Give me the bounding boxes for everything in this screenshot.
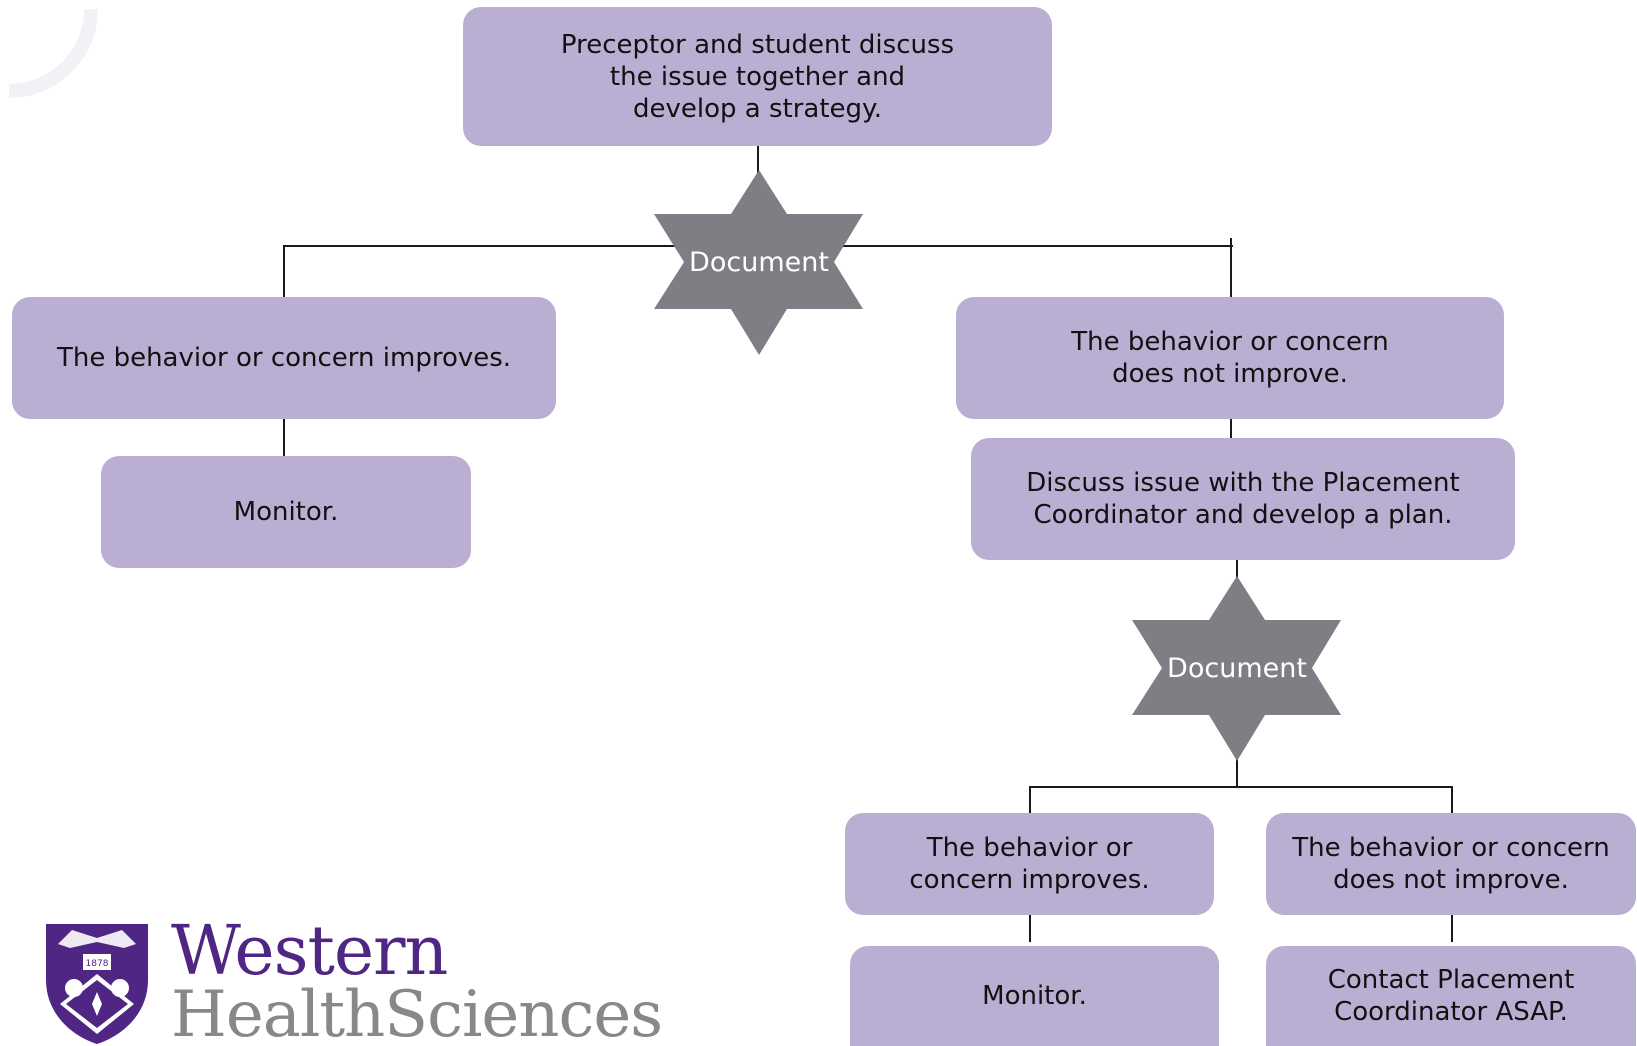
right-outcome-not-improve-box: The behavior or concern does not improve… (956, 297, 1504, 419)
left-outcome-improves-box: The behavior or concern improves. (12, 297, 556, 419)
bottom-left-monitor-box: Monitor. (850, 946, 1219, 1046)
logo-wordmark-line-1: Western (171, 918, 448, 991)
document-star-label: Document (1167, 653, 1307, 684)
bottom-right-outcome-not-improve-box: The behavior or concern does not improve… (1266, 813, 1636, 915)
document-star-shape (1132, 576, 1341, 761)
logo-wordmark-line-2: HealthSciences (171, 978, 663, 1046)
connector-line (1451, 914, 1453, 942)
contact-coordinator-box: Contact Placement Coordinator ASAP. (1266, 946, 1636, 1046)
connector-line (283, 418, 285, 456)
connector-line (1029, 786, 1031, 813)
start-step-box: Preceptor and student discuss the issue … (463, 7, 1052, 146)
connector-line (757, 146, 759, 176)
connector-line (1236, 758, 1238, 788)
connector-line (1451, 786, 1453, 813)
document-star-icon (1132, 576, 1341, 761)
university-crest-icon: 1878 (46, 924, 148, 1044)
document-star-icon (654, 170, 863, 355)
connector-line (1236, 559, 1238, 583)
decorative-corner-arc (0, 0, 135, 135)
western-health-sciences-logo: 1878 Western HealthSciences (44, 918, 704, 1046)
discuss-with-coordinator-box: Discuss issue with the Placement Coordin… (971, 438, 1515, 560)
connector-line (1230, 238, 1232, 297)
document-star-shape (654, 170, 863, 355)
svg-text:1878: 1878 (86, 959, 109, 969)
left-monitor-box: Monitor. (101, 456, 471, 568)
connector-line (1029, 786, 1453, 788)
bottom-left-outcome-improves-box: The behavior or concern improves. (845, 813, 1214, 915)
document-star-label: Document (689, 247, 829, 278)
connector-line (1029, 914, 1031, 942)
connector-line (283, 245, 285, 297)
connector-line (1230, 418, 1232, 438)
